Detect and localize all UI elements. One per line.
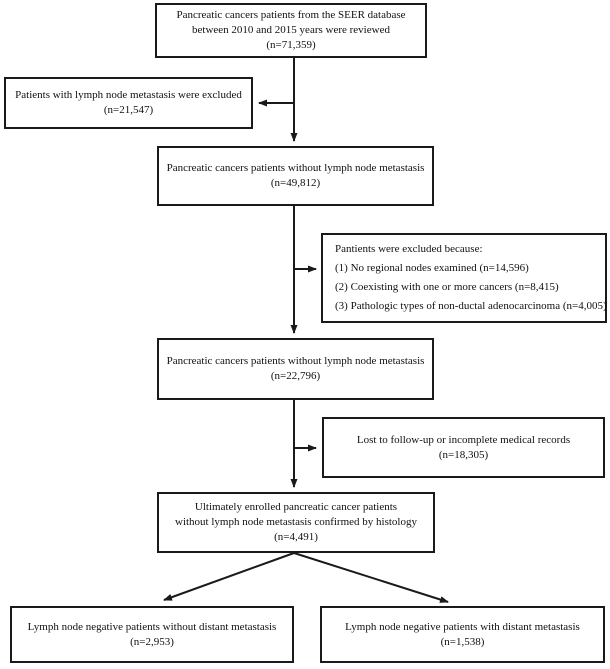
flow-box-without-ln-metastasis-1: Pancreatic cancers patients without lymp…	[157, 146, 434, 206]
arrow-enrolled-to-m0	[163, 552, 295, 601]
flow-box-seer-review: Pancreatic cancers patients from the SEE…	[155, 3, 427, 58]
flow-box-count: (n=22,796)	[270, 370, 321, 382]
flow-box-excluded-ln-metastasis: Patients with lymph node metastasis were…	[4, 77, 253, 129]
flow-box-enrolled: Ultimately enrolled pancreatic cancer pa…	[157, 492, 435, 553]
flow-box-line: Pancreatic cancers patients from the SEE…	[176, 9, 406, 21]
flow-box-line: Pancreatic cancers patients without lymp…	[166, 355, 425, 367]
flow-box-lost-followup: Lost to follow-up or incomplete medical …	[322, 417, 605, 478]
flow-box-line: Lost to follow-up or incomplete medical …	[356, 433, 571, 446]
flow-box-exclusion-reasons: Pantients were excluded because: (1) No …	[321, 233, 607, 323]
flow-box-without-ln-metastasis-2: Pancreatic cancers patients without lymp…	[157, 338, 434, 400]
flow-box-line: Pancreatic cancers patients without lymp…	[166, 162, 425, 174]
flow-box-line: Patients with lymph node metastasis were…	[15, 89, 242, 101]
flow-box-count: (n=1,538)	[440, 635, 485, 648]
flow-box-with-distant-metastasis: Lymph node negative patients with distan…	[320, 606, 605, 663]
arrow-enrolled-to-m1	[293, 552, 449, 603]
flow-box-line: (2) Coexisting with one or more cancers …	[335, 281, 559, 293]
flow-box-count: (n=71,359)	[266, 39, 316, 51]
flow-box-count: (n=4,491)	[274, 531, 318, 543]
flow-box-line: between 2010 and 2015 years were reviewe…	[192, 24, 390, 36]
flow-box-count: (n=21,547)	[103, 104, 154, 116]
flow-box-count: (n=49,812)	[270, 177, 321, 189]
flow-box-line: (3) Pathologic types of non-ductal adeno…	[335, 300, 607, 312]
flow-box-count: (n=2,953)	[130, 635, 174, 648]
flow-box-line: Lymph node negative patients with distan…	[345, 620, 580, 633]
flow-box-count: (n=18,305)	[438, 448, 489, 461]
flow-box-line: Ultimately enrolled pancreatic cancer pa…	[194, 501, 398, 513]
flow-box-line: without lymph node metastasis confirmed …	[175, 516, 417, 528]
flow-box-line: Lymph node negative patients without dis…	[27, 620, 277, 633]
flow-box-without-distant-metastasis: Lymph node negative patients without dis…	[10, 606, 294, 663]
flow-box-line: (1) No regional nodes examined (n=14,596…	[335, 262, 529, 274]
flow-box-line: Pantients were excluded because:	[335, 243, 483, 255]
